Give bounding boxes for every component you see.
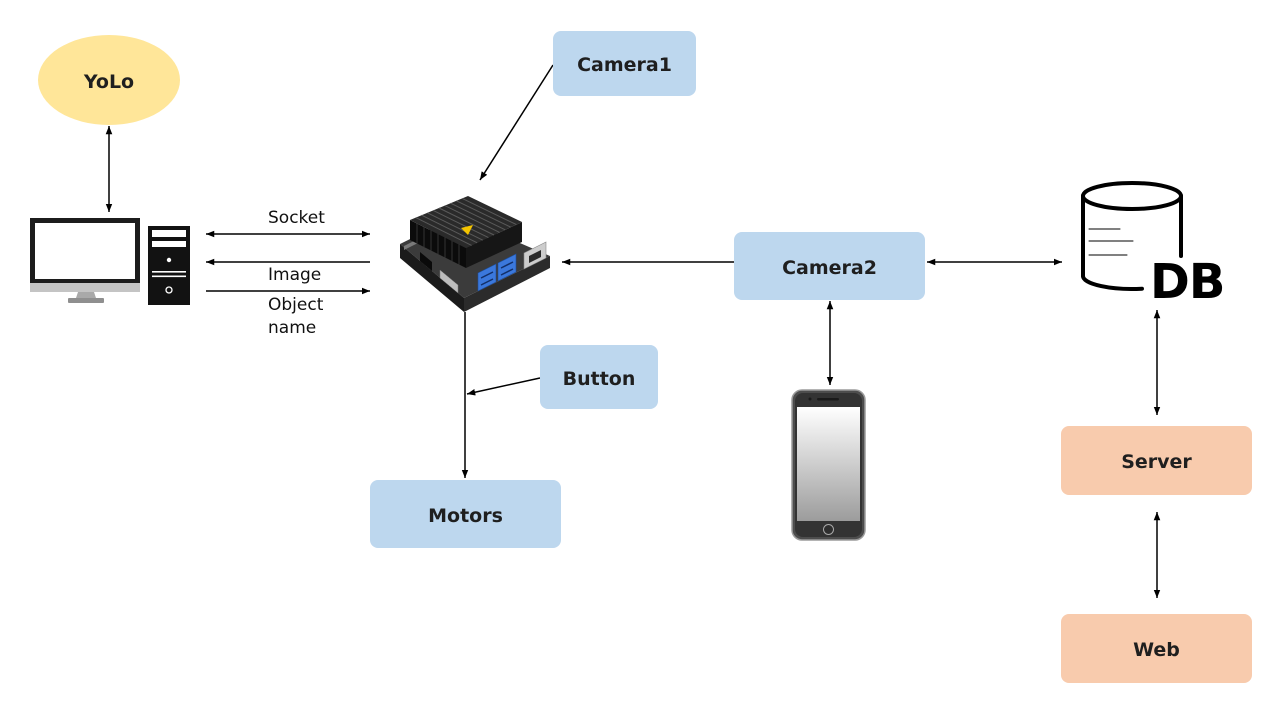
arrow-camera1-board	[479, 64, 554, 181]
web-node: Web	[1061, 614, 1252, 683]
usb-slot	[500, 268, 514, 276]
motors-label: Motors	[428, 504, 503, 527]
web-label: Web	[1133, 639, 1180, 661]
yolo-label: YoLo	[83, 70, 135, 93]
camera1-label: Camera1	[577, 54, 672, 76]
heatsink-right-face	[466, 222, 522, 268]
monitor-screen	[35, 223, 135, 279]
database-icon	[1081, 181, 1183, 291]
vent-line	[152, 275, 186, 278]
tower-body	[148, 226, 190, 305]
drive-bay	[152, 230, 186, 237]
phone-screen	[797, 407, 860, 521]
heatsink-side-fins	[416, 223, 460, 265]
arrow-button-motors-line	[466, 377, 541, 396]
heatsink-fins	[415, 197, 517, 246]
camera1-node: Camera1	[553, 31, 696, 96]
drive-bay	[152, 241, 186, 247]
hdmi-port	[439, 269, 459, 294]
phone-speaker	[817, 398, 839, 401]
home-button	[823, 524, 834, 535]
db-top	[1081, 181, 1183, 211]
camera2-label: Camera2	[782, 256, 877, 279]
socket-link-label: Socket	[268, 208, 325, 228]
board-pcb-right-edge	[464, 256, 550, 312]
yolo-node: YoLo	[38, 35, 180, 125]
power-button	[165, 286, 173, 294]
phone-camera	[808, 397, 812, 401]
database-label: DB	[1150, 254, 1225, 310]
power-jack	[420, 252, 432, 271]
monitor-base	[68, 298, 104, 303]
power-led	[166, 257, 172, 263]
button-label: Button	[562, 367, 636, 390]
jetson-board-icon	[400, 196, 550, 312]
object-name-link-label: Object name	[268, 295, 324, 338]
usb-slot	[480, 278, 494, 286]
ethernet-opening	[529, 250, 541, 263]
pc-tower	[148, 226, 190, 305]
monitor-chin	[30, 283, 140, 292]
server-node: Server	[1061, 426, 1252, 495]
monitor-neck	[76, 292, 96, 298]
db-bottom	[1081, 274, 1144, 291]
server-label: Server	[1121, 451, 1192, 473]
usb-slot	[500, 261, 514, 269]
usb-slot	[480, 271, 494, 279]
image-link-label: Image	[268, 265, 322, 285]
button-node: Button	[540, 345, 658, 409]
smartphone-icon	[791, 389, 866, 541]
db-highlights	[1088, 228, 1134, 256]
camera2-node: Camera2	[734, 232, 925, 300]
motors-node: Motors	[370, 480, 561, 548]
board-pcb-left-edge	[400, 244, 464, 312]
connections	[105, 64, 1161, 598]
warning-label	[461, 225, 473, 235]
computer-icon	[30, 218, 190, 305]
vent-line	[152, 271, 186, 273]
monitor	[30, 218, 140, 303]
